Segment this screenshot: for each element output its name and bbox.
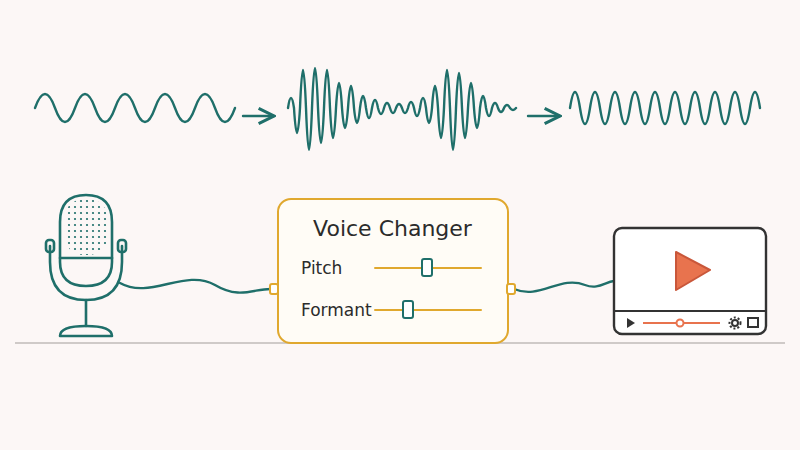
box-port xyxy=(507,284,515,294)
slider-track xyxy=(375,267,481,269)
mic-knob xyxy=(118,240,126,252)
microphone xyxy=(46,195,126,336)
flow-arrow xyxy=(243,115,274,117)
play-icon xyxy=(627,318,635,328)
sliders xyxy=(270,259,515,318)
processor-box: Voice ChangerPitchFormant xyxy=(277,198,509,344)
mic-capsule xyxy=(60,195,112,286)
input-wave xyxy=(35,94,235,122)
settings-gear xyxy=(730,318,741,329)
mic-knob xyxy=(46,240,54,252)
fullscreen-icon xyxy=(748,318,758,327)
slider-thumb xyxy=(403,301,413,318)
control-label: Formant xyxy=(301,300,372,320)
player-frame xyxy=(614,228,766,334)
flow-arrow xyxy=(528,115,560,117)
mic-grille xyxy=(64,199,108,255)
mic-base xyxy=(60,326,112,336)
mic-holder xyxy=(50,246,122,300)
input-cable xyxy=(120,280,272,293)
box-port xyxy=(270,284,278,294)
mic-band xyxy=(60,257,112,260)
output-cable xyxy=(514,281,614,292)
box-title: Voice Changer xyxy=(279,216,506,241)
slider-thumb xyxy=(422,259,432,276)
processed-wave xyxy=(288,68,516,150)
waveforms xyxy=(35,68,760,150)
video-player xyxy=(614,228,766,334)
slider-track xyxy=(375,309,481,311)
output-wave xyxy=(570,92,760,124)
play-button xyxy=(676,252,710,290)
settings-gear xyxy=(732,320,738,326)
mic-stem xyxy=(85,300,88,326)
progress-knob xyxy=(677,320,684,327)
control-label: Pitch xyxy=(301,258,342,278)
player-divider xyxy=(614,310,766,312)
